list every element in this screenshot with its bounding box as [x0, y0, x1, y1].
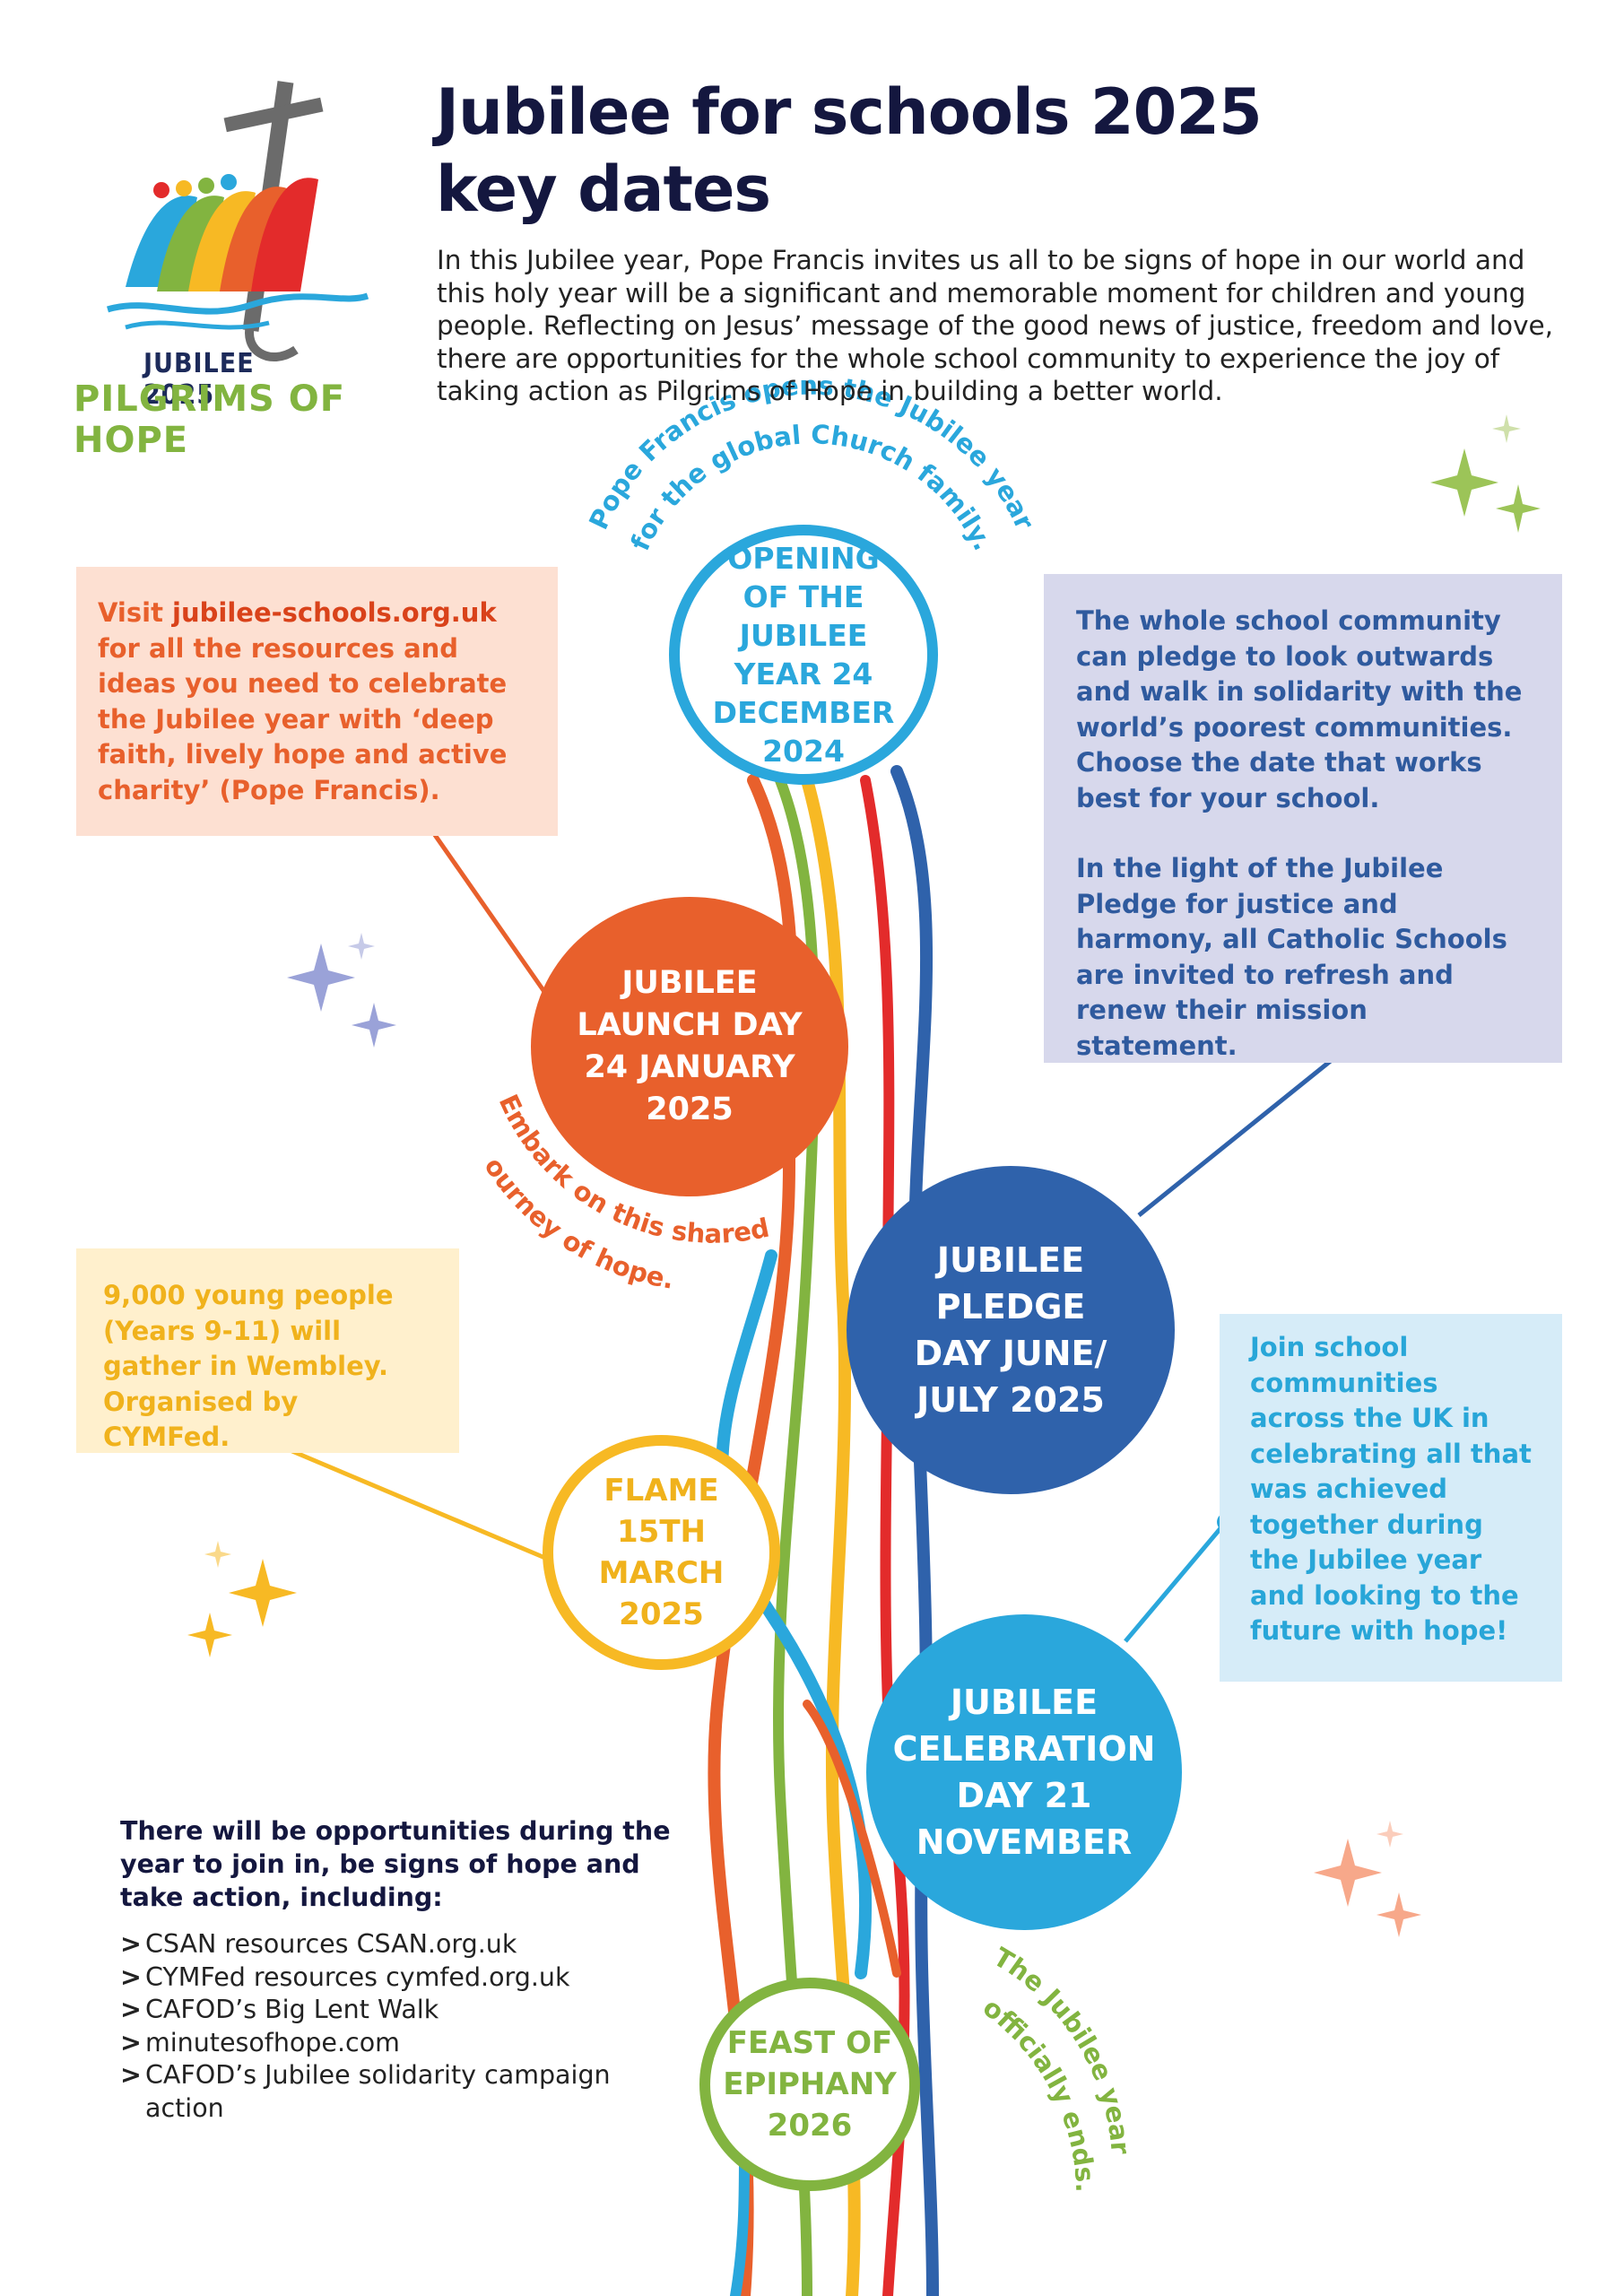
list-item-text: CSAN resources CSAN.org.uk — [145, 1929, 517, 1959]
visit-prefix: Visit — [98, 597, 173, 628]
visit-website-box: Visit jubilee-schools.org.uk for all the… — [76, 567, 558, 836]
milestone-line: CELEBRATION — [892, 1729, 1156, 1769]
list-item: >CAFOD’s Big Lent Walk — [120, 1994, 676, 2027]
milestone-line: PLEDGE — [935, 1287, 1086, 1326]
milestone-line: 15TH — [617, 1514, 706, 1550]
list-item-text: CYMFed resources cymfed.org.uk — [145, 1961, 570, 1992]
milestone-line: NOVEMBER — [916, 1822, 1133, 1862]
milestone-line: FEAST OF — [726, 2025, 893, 2061]
chevron-right-icon: > — [120, 2060, 142, 2090]
sparkle-icons — [187, 414, 1541, 1937]
milestone-line: DECEMBER — [712, 695, 895, 730]
milestone-line: FLAME — [604, 1473, 719, 1509]
list-item-text: CAFOD’s Big Lent Walk — [145, 1995, 439, 2024]
chevron-right-icon: > — [120, 2027, 142, 2057]
milestone-line: 2026 — [767, 2108, 853, 2144]
chevron-right-icon: > — [120, 1995, 142, 2024]
milestone-flame: FLAME 15TH MARCH 2025 — [543, 1435, 780, 1670]
milestone-line: JUBILEE — [950, 1683, 1099, 1722]
list-item-text: minutesofhope.com — [145, 2027, 400, 2057]
intro-paragraph: In this Jubilee year, Pope Francis invit… — [437, 245, 1554, 406]
list-item: >CAFOD’s Jubilee solidarity campaign act… — [120, 2059, 676, 2125]
list-item-text: CAFOD’s Jubilee solidarity campaign acti… — [145, 2060, 611, 2123]
milestone-line: EPIPHANY — [723, 2066, 897, 2102]
milestone-line: 2025 — [619, 1596, 704, 1632]
milestone-line: OF THE — [743, 579, 864, 614]
milestone-epiphany: FEAST OF EPIPHANY 2026 — [699, 1978, 920, 2191]
milestone-line: OPENING — [727, 541, 880, 576]
milestone-opening: OPENING OF THE JUBILEE YEAR 24 DECEMBER … — [669, 525, 938, 785]
milestone-line: YEAR 24 — [734, 657, 873, 691]
milestone-line: JULY 2025 — [916, 1380, 1105, 1420]
pledge-paragraph-2: In the light of the Jubilee Pledge for j… — [1076, 853, 1507, 1061]
milestone-pledge-day: JUBILEE PLEDGE DAY JUNE/ JULY 2025 — [847, 1166, 1175, 1494]
milestone-line: DAY 21 — [956, 1776, 1092, 1815]
list-item: >CSAN resources CSAN.org.uk — [120, 1928, 676, 1961]
milestone-line: 2024 — [762, 734, 845, 769]
logo-subtitle: PILGRIMS OF HOPE — [74, 378, 346, 461]
milestone-line: JUBILEE — [739, 618, 868, 653]
chevron-right-icon: > — [120, 1961, 142, 1992]
pledge-paragraph-1: The whole school community can pledge to… — [1076, 605, 1523, 813]
visit-text: for all the resources and ideas you need… — [98, 632, 508, 805]
milestone-line: 24 JANUARY — [584, 1049, 795, 1085]
title-line-1: Jubilee for schools 2025 — [436, 75, 1263, 149]
milestone-line: JUBILEE — [936, 1240, 1085, 1280]
celebration-info-box: Join school communities across the UK in… — [1220, 1314, 1562, 1682]
website-link[interactable]: jubilee-schools.org.uk — [172, 597, 497, 628]
milestone-line: JUBILEE — [621, 965, 758, 1001]
milestone-celebration-day: JUBILEE CELEBRATION DAY 21 NOVEMBER — [866, 1614, 1182, 1930]
opportunities-heading: There will be opportunities during the y… — [120, 1816, 671, 1912]
list-item: >CYMFed resources cymfed.org.uk — [120, 1961, 676, 1995]
jubilee-logo-icon — [106, 81, 369, 362]
title-line-2: key dates — [436, 152, 771, 226]
milestone-line: 2025 — [646, 1091, 734, 1127]
chevron-right-icon: > — [120, 1929, 142, 1959]
milestone-line: DAY JUNE/ — [914, 1334, 1107, 1373]
pledge-info-box: The whole school community can pledge to… — [1044, 574, 1562, 1063]
opportunities-list: >CSAN resources CSAN.org.uk >CYMFed reso… — [120, 1928, 676, 2125]
logo-title: JUBILEE 2025 — [143, 348, 255, 411]
list-item: >minutesofhope.com — [120, 2027, 676, 2060]
wembley-info-box: 9,000 young people (Years 9-11) will gat… — [76, 1248, 459, 1453]
page-title: Jubilee for schools 2025 key dates — [436, 74, 1512, 228]
milestone-line: LAUNCH DAY — [577, 1007, 803, 1043]
milestone-launch-day: JUBILEE LAUNCH DAY 24 JANUARY 2025 — [531, 897, 848, 1196]
milestone-line: MARCH — [598, 1555, 725, 1591]
